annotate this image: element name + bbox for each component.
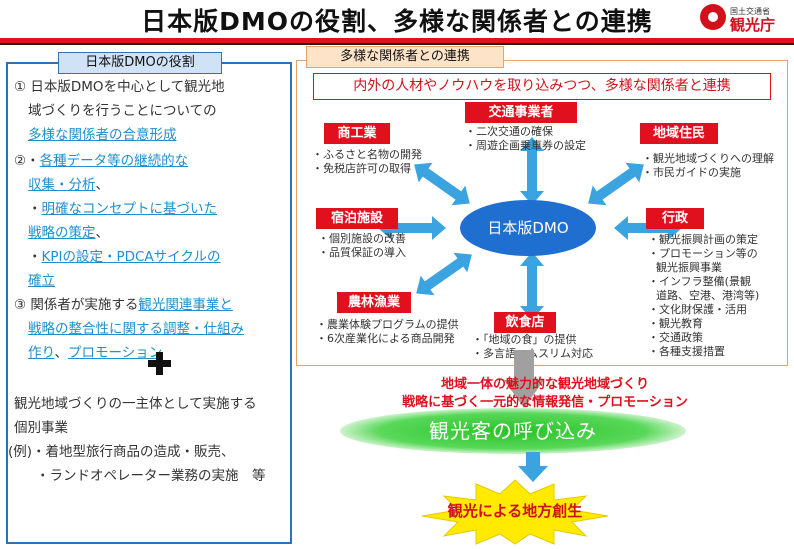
residents-tag: 地域住民 xyxy=(640,123,718,144)
agency-logo-icon xyxy=(700,4,726,30)
role-item-3-link: 観光関連事業と xyxy=(138,297,233,313)
role-item-1-line2: 域づくりを行うことについての xyxy=(28,103,217,119)
arrow-food-icon xyxy=(520,252,544,320)
dmo-hub: 日本版DMO xyxy=(460,200,596,256)
role-item-2-line2: 収集・分析、 xyxy=(28,177,109,193)
government-desc-3: 観光振興事業 xyxy=(656,261,722,274)
page-title: 日本版DMOの役割、多様な関係者との連携 xyxy=(141,7,653,36)
role-item-2c-link-cont: 確立 xyxy=(28,273,55,289)
role-item-2a-link: 各種データ等の継続的な xyxy=(39,153,189,169)
government-desc-2: ・プロモーション等の xyxy=(648,247,758,260)
promotion-link: プロモーション xyxy=(67,345,163,361)
result-line-2: 戦略に基づく一元的な情報発信・プロモーション xyxy=(402,395,688,410)
residents-desc-2: ・市民ガイドの実施 xyxy=(642,166,741,179)
role-item-1-link: 多様な関係者の合意形成 xyxy=(28,127,177,143)
logo-agency-text: 観光庁 xyxy=(730,16,776,34)
role-item-2-line3: ・明確なコンセプトに基づいた xyxy=(28,201,218,217)
transport-desc-2: ・周遊企画乗車券の設定 xyxy=(465,139,586,152)
regional-revitalization-burst-icon xyxy=(421,479,609,545)
government-tag: 行政 xyxy=(646,208,704,229)
collaboration-banner: 内外の人材やノウハウを取り込みつつ、多様な関係者と連携 xyxy=(313,73,771,100)
commerce-desc-2: ・免税店許可の取得 xyxy=(312,162,411,175)
role-item-1-line1: ① 日本版DMOを中心として観光地 xyxy=(14,79,225,95)
stakeholders-panel-title: 多様な関係者との連携 xyxy=(306,46,504,68)
attract-visitors-text: 観光客の呼び込み xyxy=(429,419,597,443)
food-tag: 飲食店 xyxy=(494,312,556,333)
lodging-desc-2: ・品質保証の導入 xyxy=(318,246,406,259)
role-item-2a-link-cont: 収集・分析 xyxy=(28,177,96,193)
government-desc-4: ・インフラ整備(景観 xyxy=(648,275,751,288)
government-desc-6: ・文化財保護・活用 xyxy=(648,303,747,316)
government-desc-8: ・交通政策 xyxy=(648,331,703,344)
transport-tag: 交通事業者 xyxy=(465,102,577,123)
commerce-tag: 商工業 xyxy=(324,123,390,144)
role-item-2c-link: KPIの設定・PDCAサイクルの xyxy=(41,249,221,265)
arrow-residents-icon xyxy=(581,154,651,214)
government-desc-5: 道路、空港、港湾等) xyxy=(656,289,760,302)
role-item-2-line1: ②・各種データ等の継続的な xyxy=(14,149,188,173)
stakeholders-panel xyxy=(296,60,788,366)
government-desc-1: ・観光振興計画の策定 xyxy=(648,233,758,246)
logo-ministry-text: 国土交通省 xyxy=(730,7,770,16)
agri-tag: 農林漁業 xyxy=(337,292,411,313)
lodging-desc-1: ・個別施設の改善 xyxy=(318,232,406,245)
dmo-role-panel-title: 日本版DMOの役割 xyxy=(58,52,222,74)
residents-desc-1: ・観光地域づくりへの理解 xyxy=(642,152,774,165)
individual-business-line2: 個別事業 xyxy=(14,420,68,436)
government-desc-9: ・各種支援措置 xyxy=(648,345,725,358)
plus-icon-bar xyxy=(148,360,171,367)
role-item-2-marker: ②・ xyxy=(14,153,40,169)
role-item-2b-link: 明確なコンセプトに基づいた xyxy=(41,201,218,217)
role-item-2b-link-cont: 戦略の策定 xyxy=(28,225,96,241)
individual-business-line1: 観光地域づくりの一主体として実施する xyxy=(14,396,257,412)
example-line1: (例)・着地型旅行商品の造成・販売、 xyxy=(8,444,235,460)
role-item-3-line3: 作り、プロモーション xyxy=(28,345,163,361)
regional-revitalization-text: 観光による地方創生 xyxy=(447,502,583,520)
attract-visitors-ellipse xyxy=(340,408,686,454)
down-arrow-2-icon xyxy=(518,452,548,482)
arrow-commerce-icon xyxy=(407,154,477,214)
result-line-1: 地域一体の魅力的な観光地域づくり xyxy=(440,377,649,392)
food-desc-1: ・「地域の食」の提供 xyxy=(472,333,577,346)
agri-desc-2: ・6次産業化による商品開発 xyxy=(316,332,455,345)
role-item-2-line5: ・KPIの設定・PDCAサイクルの xyxy=(28,249,221,265)
lodging-tag: 宿泊施設 xyxy=(316,208,398,229)
header-black-rule xyxy=(0,43,794,45)
agri-desc-1: ・農業体験プログラムの提供 xyxy=(316,318,459,331)
role-item-2-line4: 戦略の策定、 xyxy=(28,225,109,241)
role-item-3-link-cont: 戦略の整合性に関する調整・仕組み xyxy=(28,321,244,337)
commerce-desc-1: ・ふるさと名物の開発 xyxy=(312,148,422,161)
header-red-rule xyxy=(0,38,794,43)
transport-desc-1: ・二次交通の確保 xyxy=(465,125,553,138)
role-item-3-line1: ③ 関係者が実施する観光関連事業と xyxy=(14,297,233,313)
government-desc-7: ・観光教育 xyxy=(648,317,703,330)
arrow-agri-icon xyxy=(409,244,479,304)
down-arrow-1-icon xyxy=(504,350,544,408)
example-line2: ・ランドオペレーター業務の実施 等 xyxy=(36,468,266,484)
